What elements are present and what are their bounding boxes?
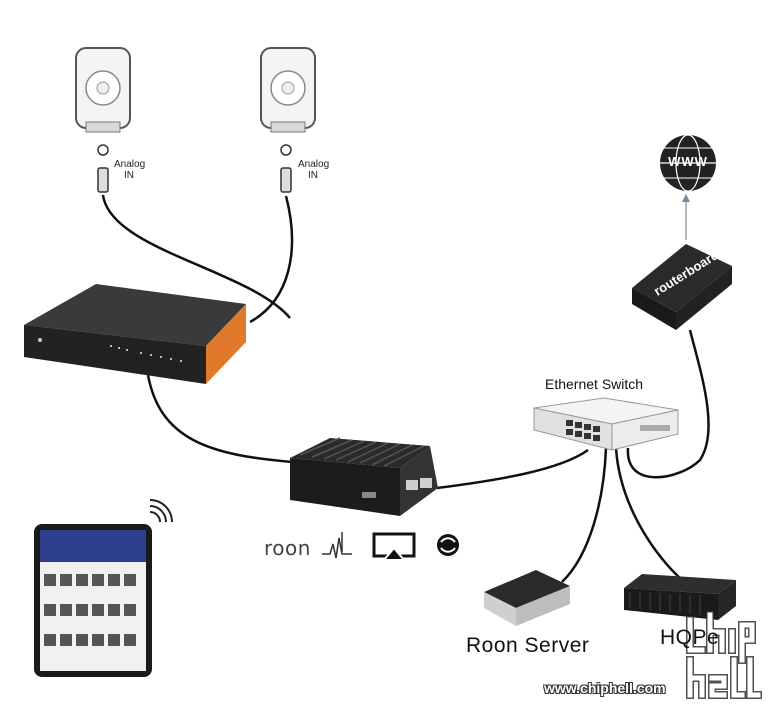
cable-switch-to-hqpe	[614, 447, 681, 579]
right-speaker	[260, 47, 316, 193]
endpoint-device	[290, 437, 438, 516]
cable-endpoint-to-switch	[436, 448, 589, 490]
hqplayer-icon	[322, 532, 352, 559]
left-speaker	[75, 47, 131, 193]
left-input-line2: IN	[124, 170, 134, 181]
cables	[101, 194, 710, 583]
xlr-icon-left	[97, 144, 109, 156]
roon-logo-text: roon	[264, 536, 311, 560]
roon-server-device	[484, 570, 570, 626]
xlr-plug-right	[280, 167, 292, 193]
xlr-icon-right	[280, 144, 292, 156]
ethernet-switch	[533, 397, 679, 451]
cable-dac-to-endpoint	[146, 374, 293, 464]
tablet	[34, 499, 173, 677]
cable-switch-to-router	[626, 329, 710, 479]
cable-right-speaker-to-dac	[249, 195, 294, 324]
globe-icon	[660, 134, 716, 192]
hqpe-label: HQPe	[660, 626, 720, 649]
cable-left-speaker-to-dac	[101, 194, 291, 319]
watermark-url: www.chiphell.com	[544, 680, 666, 696]
protocol-icons	[322, 532, 459, 561]
internet-label: WWW	[668, 154, 708, 169]
right-input-line1: Analog	[298, 159, 330, 170]
roon-server-label: Roon Server	[466, 634, 590, 657]
right-input-line2: IN	[308, 170, 318, 181]
cable-switch-to-roon-server	[561, 447, 608, 583]
dac-device	[24, 284, 246, 384]
hqpe-device	[624, 574, 736, 620]
watermark-logo	[686, 611, 762, 699]
airplay-icon	[372, 532, 416, 561]
left-speaker-input-label: Analog IN	[114, 159, 145, 181]
uplink-arrow	[682, 194, 690, 240]
upnp-icon	[437, 534, 459, 556]
xlr-plug-left	[97, 167, 109, 193]
switch-label: Ethernet Switch	[545, 376, 644, 392]
right-speaker-input-label: Analog IN	[298, 159, 329, 181]
router-device	[632, 244, 732, 330]
left-input-line1: Analog	[114, 159, 146, 170]
wifi-icon	[149, 499, 173, 523]
